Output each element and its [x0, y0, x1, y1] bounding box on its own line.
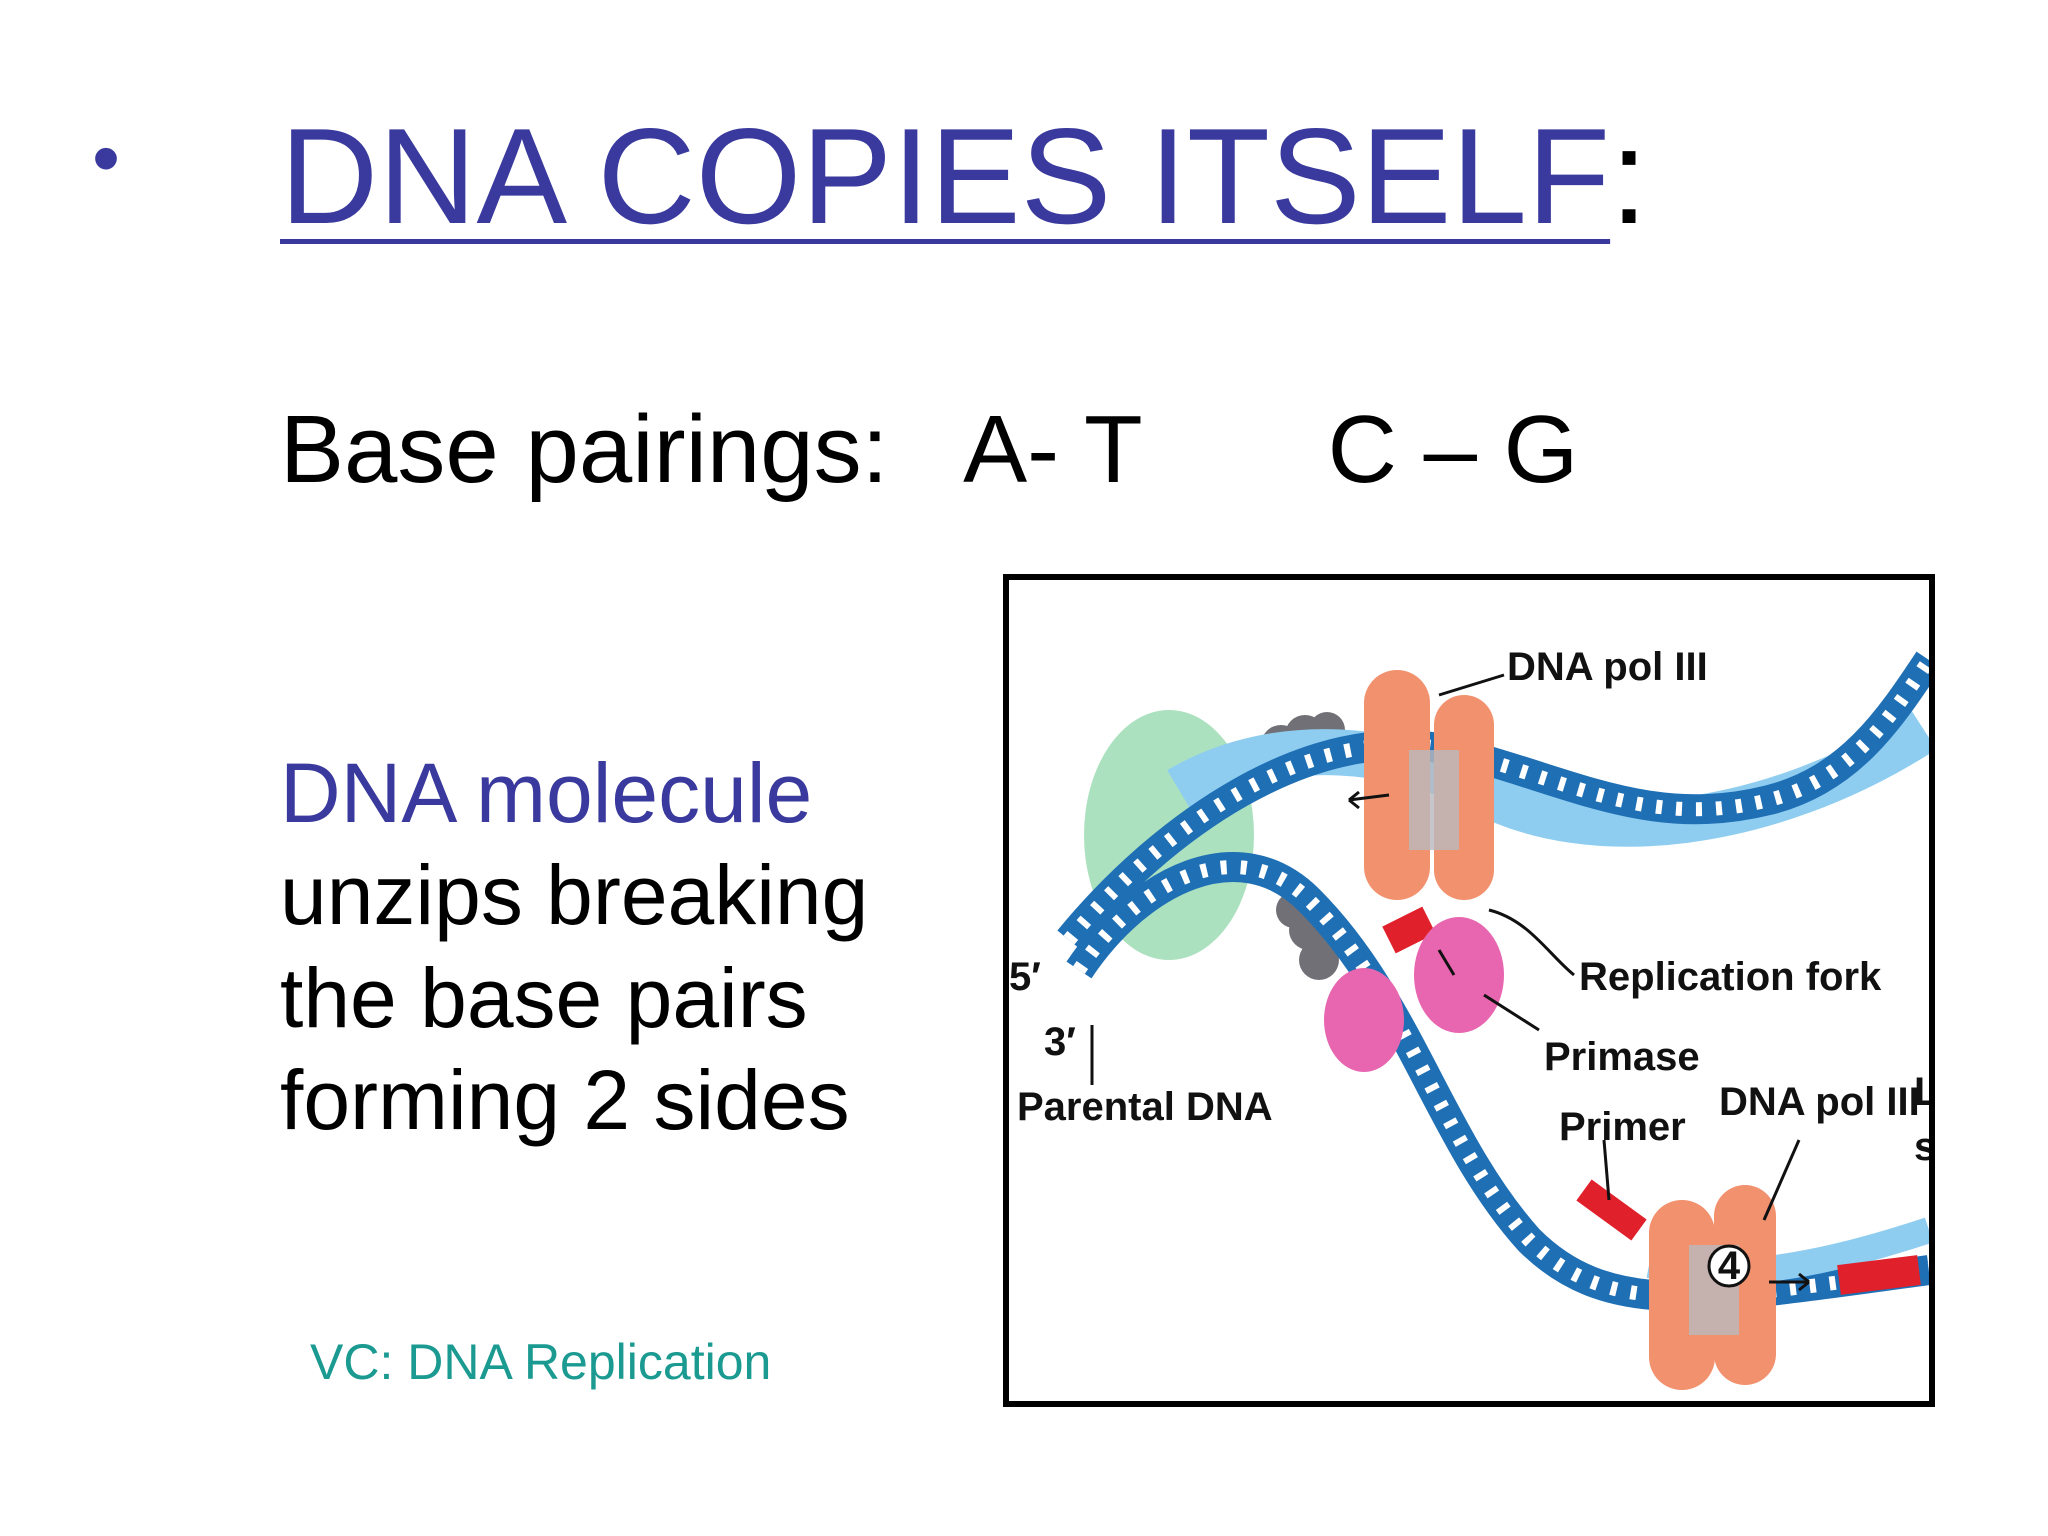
dna-pol-iii-top [1364, 670, 1494, 900]
description: DNA molecule unzips breaking the base pa… [280, 742, 980, 1152]
dna-pol-iii-bottom: 4 [1649, 1185, 1776, 1390]
primer-right [1837, 1255, 1921, 1295]
label-cut-1: L [1914, 1070, 1929, 1114]
desc-line-1: unzips breaking [280, 848, 869, 943]
label-parental-dna: Parental DNA [1017, 1085, 1273, 1129]
label-dna-pol-bottom: DNA pol III [1719, 1080, 1920, 1124]
lower-strand-rungs [1073, 860, 1929, 1304]
title-link[interactable]: DNA COPIES ITSELF [280, 100, 1611, 252]
base-pairings: Base pairings: A- T C – G [280, 395, 1578, 505]
dna-replication-diagram: 4 DNA pol III Replication fork Primase P… [1003, 574, 1935, 1407]
pair-at: A- T [963, 396, 1141, 503]
dna-molecule-text: DNA molecule [280, 746, 813, 840]
desc-line-3: forming 2 sides [280, 1053, 850, 1148]
label-primer: Primer [1559, 1105, 1686, 1149]
label-dna-pol-top: DNA pol III [1507, 645, 1708, 689]
bullet-icon: • [92, 113, 121, 202]
direction-arrows [1348, 790, 1810, 1292]
video-caption[interactable]: VC: DNA Replication [310, 1334, 772, 1390]
primer-top [1382, 906, 1436, 954]
primer-bottom [1576, 1179, 1647, 1241]
primase-shape [1324, 917, 1504, 1072]
upper-strand-rungs [1063, 656, 1929, 945]
pairings-label: Base pairings: [280, 396, 889, 503]
title-colon: : [1610, 100, 1648, 252]
slide-title: DNA COPIES ITSELF: [280, 98, 1648, 254]
label-replication-fork: Replication fork [1579, 955, 1882, 999]
leader-lines [1090, 673, 1801, 1221]
label-three-prime: 3′ [1044, 1020, 1076, 1064]
label-primase: Primase [1544, 1035, 1700, 1079]
label-cut-2: s [1914, 1125, 1929, 1169]
step-number: 4 [1718, 1244, 1741, 1288]
desc-line-2: the base pairs [280, 950, 808, 1045]
pair-cg: C – G [1327, 396, 1579, 503]
replication-svg: 4 DNA pol III Replication fork Primase P… [1009, 645, 1929, 1390]
label-five-prime: 5′ [1009, 955, 1041, 999]
